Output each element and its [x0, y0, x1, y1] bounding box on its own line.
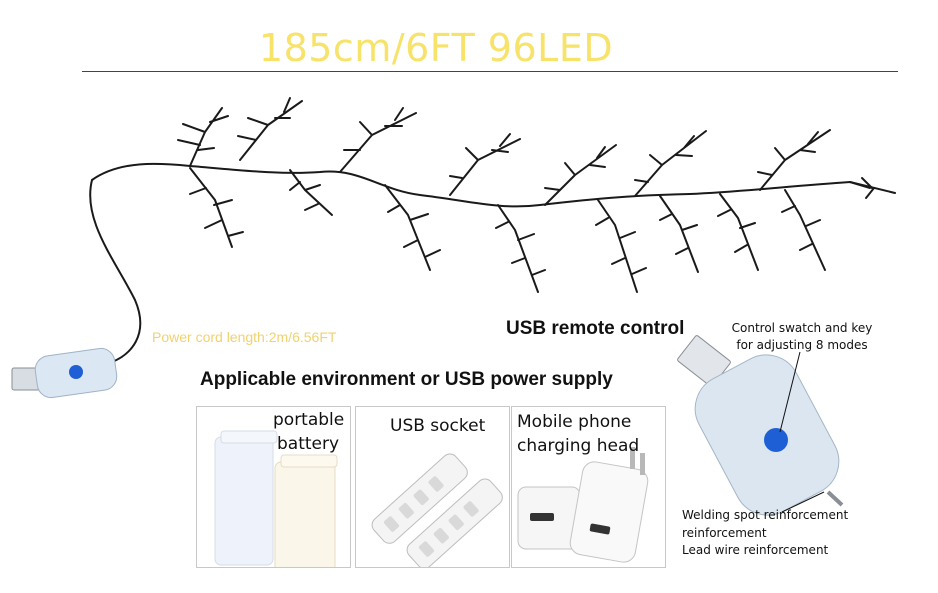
panel-portable-battery: portable battery: [196, 406, 351, 568]
branch-down-1: [189, 167, 244, 248]
branch-down-7: [717, 193, 759, 271]
branch-up-3: [339, 107, 417, 173]
panel-label-line1: portable: [273, 410, 345, 430]
panel-usb-socket: USB socket: [355, 406, 510, 568]
panel-label-line1: Mobile phone: [517, 412, 632, 432]
branch-down-2: [289, 169, 333, 216]
usb-remote-heading: USB remote control: [506, 318, 685, 339]
panel-label-line1: USB socket: [390, 416, 486, 436]
environment-heading: Applicable environment or USB power supp…: [200, 369, 613, 390]
branch-down-4: [495, 204, 546, 293]
branch-down-8: [781, 189, 826, 271]
control-switch-label: Control swatch and key for adjusting 8 m…: [731, 321, 873, 352]
pointer-line-2: [781, 491, 825, 513]
panel-label-line2: charging head: [517, 436, 640, 456]
battery-image: [214, 430, 338, 567]
charger-image: [517, 447, 649, 563]
branch-up-7: [757, 129, 831, 191]
branch-down-6: [659, 195, 699, 273]
power-cord-length-label: Power cord length:2m/6.56FT: [152, 329, 337, 345]
panel-label-line2: battery: [277, 434, 340, 454]
branch-up-4: [449, 133, 521, 196]
lead-wire-label: Lead wire reinforcement: [682, 543, 829, 557]
pointer-line: [779, 351, 801, 433]
power-strip-image: [371, 453, 503, 567]
branch-down-3: [384, 184, 441, 271]
branch-down-5: [595, 199, 647, 293]
branch-up-2: [237, 97, 303, 161]
product-title: 185cm/6FT 96LED: [258, 26, 614, 70]
main-wire: [91, 162, 896, 208]
branch-up-5: [544, 144, 617, 206]
usb-remote-large: [677, 335, 844, 516]
branch-tip: [849, 177, 875, 199]
usb-controller-small: [11, 347, 118, 399]
branch-up-6: [634, 130, 707, 197]
title-divider: [82, 71, 898, 72]
power-cord: [89, 179, 142, 363]
welding-spot-label: Welding spot reinforcement reinforcement: [682, 508, 849, 540]
panel-charging-head: Mobile phone charging head: [511, 406, 666, 568]
branch-up-1: [177, 107, 229, 167]
